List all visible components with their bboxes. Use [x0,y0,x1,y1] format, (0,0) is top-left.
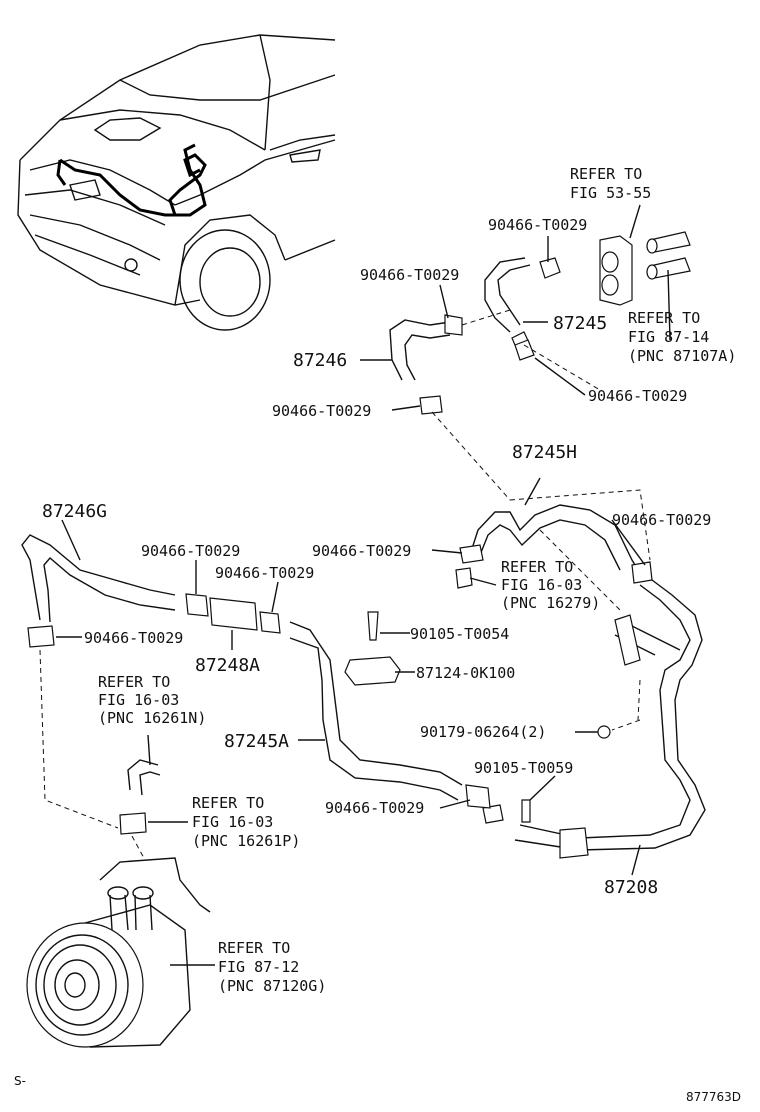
clamp-e-part [465,784,491,809]
hose-87245H [469,504,639,571]
clamp-right-h-part [631,561,653,584]
refer-16261p-line2: FIG 16-03 [192,813,273,831]
refer-87120g-line1: REFER TO [218,939,290,957]
clamp-a-part [185,593,209,617]
refer-87-14-line3: (PNC 87107A) [628,347,736,365]
refer-16261n-line1: REFER TO [98,673,170,691]
clamp-right-mid-part [514,339,535,361]
label-bolt-t0054: 90105-T0054 [410,625,509,643]
label-clamp-a: 90466-T0029 [141,542,240,560]
hose-refer-16261N [127,759,161,796]
clamp-left-mid-part [419,395,443,415]
label-clamp-e: 90466-T0029 [325,799,424,817]
label-clamp-right-h: 90466-T0029 [612,511,711,529]
hose-87245 [484,257,531,333]
refer-87-14-line1: REFER TO [628,309,700,327]
clamp-b-part [259,611,281,634]
label-87208: 87208 [604,877,658,898]
bracket-87124-0K100 [344,656,401,686]
refer-87120g-line3: (PNC 87120G) [218,977,326,995]
label-nut-06264: 90179-06264(2) [420,723,546,741]
figure-code: 877763D [686,1090,741,1104]
heater-pipes [646,231,691,280]
hose-87246 [389,319,451,381]
bolt-t0054-part [367,611,379,641]
label-clamp-d: 90466-T0029 [312,542,411,560]
clamp-left-top-part [444,314,463,336]
refer-16279-line1: REFER TO [501,558,573,576]
refer-53-55-line2: FIG 53-55 [570,184,651,202]
bolt-t0059-part [521,799,531,823]
refer-53-55-line1: REFER TO [570,165,642,183]
heater-unit-connector [599,235,633,306]
pipe-87208 [514,579,706,851]
refer-16261n-line3: (PNC 16261N) [98,709,206,727]
label-bracket-0k100: 87124-0K100 [416,664,515,682]
label-clamp-c: 90466-T0029 [84,629,183,647]
label-clamp-b: 90466-T0029 [215,564,314,582]
refer-87-14-line2: FIG 87-14 [628,328,709,346]
vehicle-illustration [17,34,336,331]
clamp-d-part [459,544,484,564]
nut-90179 [597,725,611,739]
label-87246: 87246 [293,350,347,371]
label-87246G: 87246G [42,501,107,522]
compressor [26,857,211,1048]
clamp-top [539,257,561,279]
refer-16261p-line3: (PNC 16261P) [192,832,300,850]
label-87248A: 87248A [195,655,260,676]
corner-marker: S- [14,1074,26,1088]
refer-16279-line3: (PNC 16279) [501,594,600,612]
label-87245H: 87245H [512,442,577,463]
label-87245: 87245 [553,313,607,334]
label-bolt-t0059: 90105-T0059 [474,759,573,777]
label-clamp-left-mid: 90466-T0029 [272,402,371,420]
label-clamp-left-top: 90466-T0029 [360,266,459,284]
pipe-87248A [209,597,258,631]
hose-87245A [289,621,463,801]
refer-16279-line2: FIG 16-03 [501,576,582,594]
clamp-c-part [27,625,55,648]
label-clamp-top: 90466-T0029 [488,216,587,234]
refer-16261n-line2: FIG 16-03 [98,691,179,709]
refer-87120g-line2: FIG 87-12 [218,958,299,976]
hose-87246G [21,534,176,623]
refer-16261p-line1: REFER TO [192,794,264,812]
label-87245A: 87245A [224,731,289,752]
label-clamp-right-mid: 90466-T0029 [588,387,687,405]
